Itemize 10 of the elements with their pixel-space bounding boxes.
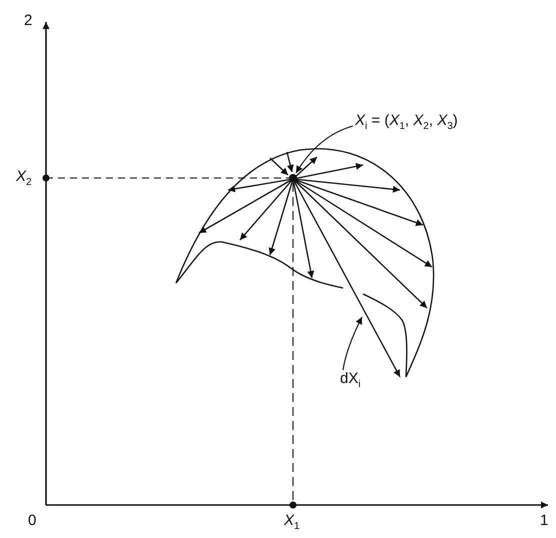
leader-line: [296, 125, 354, 174]
point-marker: [289, 174, 297, 182]
axis-label: X$_{2}$: [16, 168, 32, 190]
point-label: X$_{i}$ = (X$_{1}$, X$_{2}$, X$_{3}$): [355, 112, 458, 136]
axis-label: 1: [540, 512, 548, 530]
axis-label: X$_{1}$: [284, 512, 300, 534]
axis-label: 0: [28, 512, 36, 530]
axis-label: 2: [24, 12, 32, 30]
point-label: dX$_{i}$: [340, 370, 361, 394]
leader-line: [342, 316, 362, 370]
